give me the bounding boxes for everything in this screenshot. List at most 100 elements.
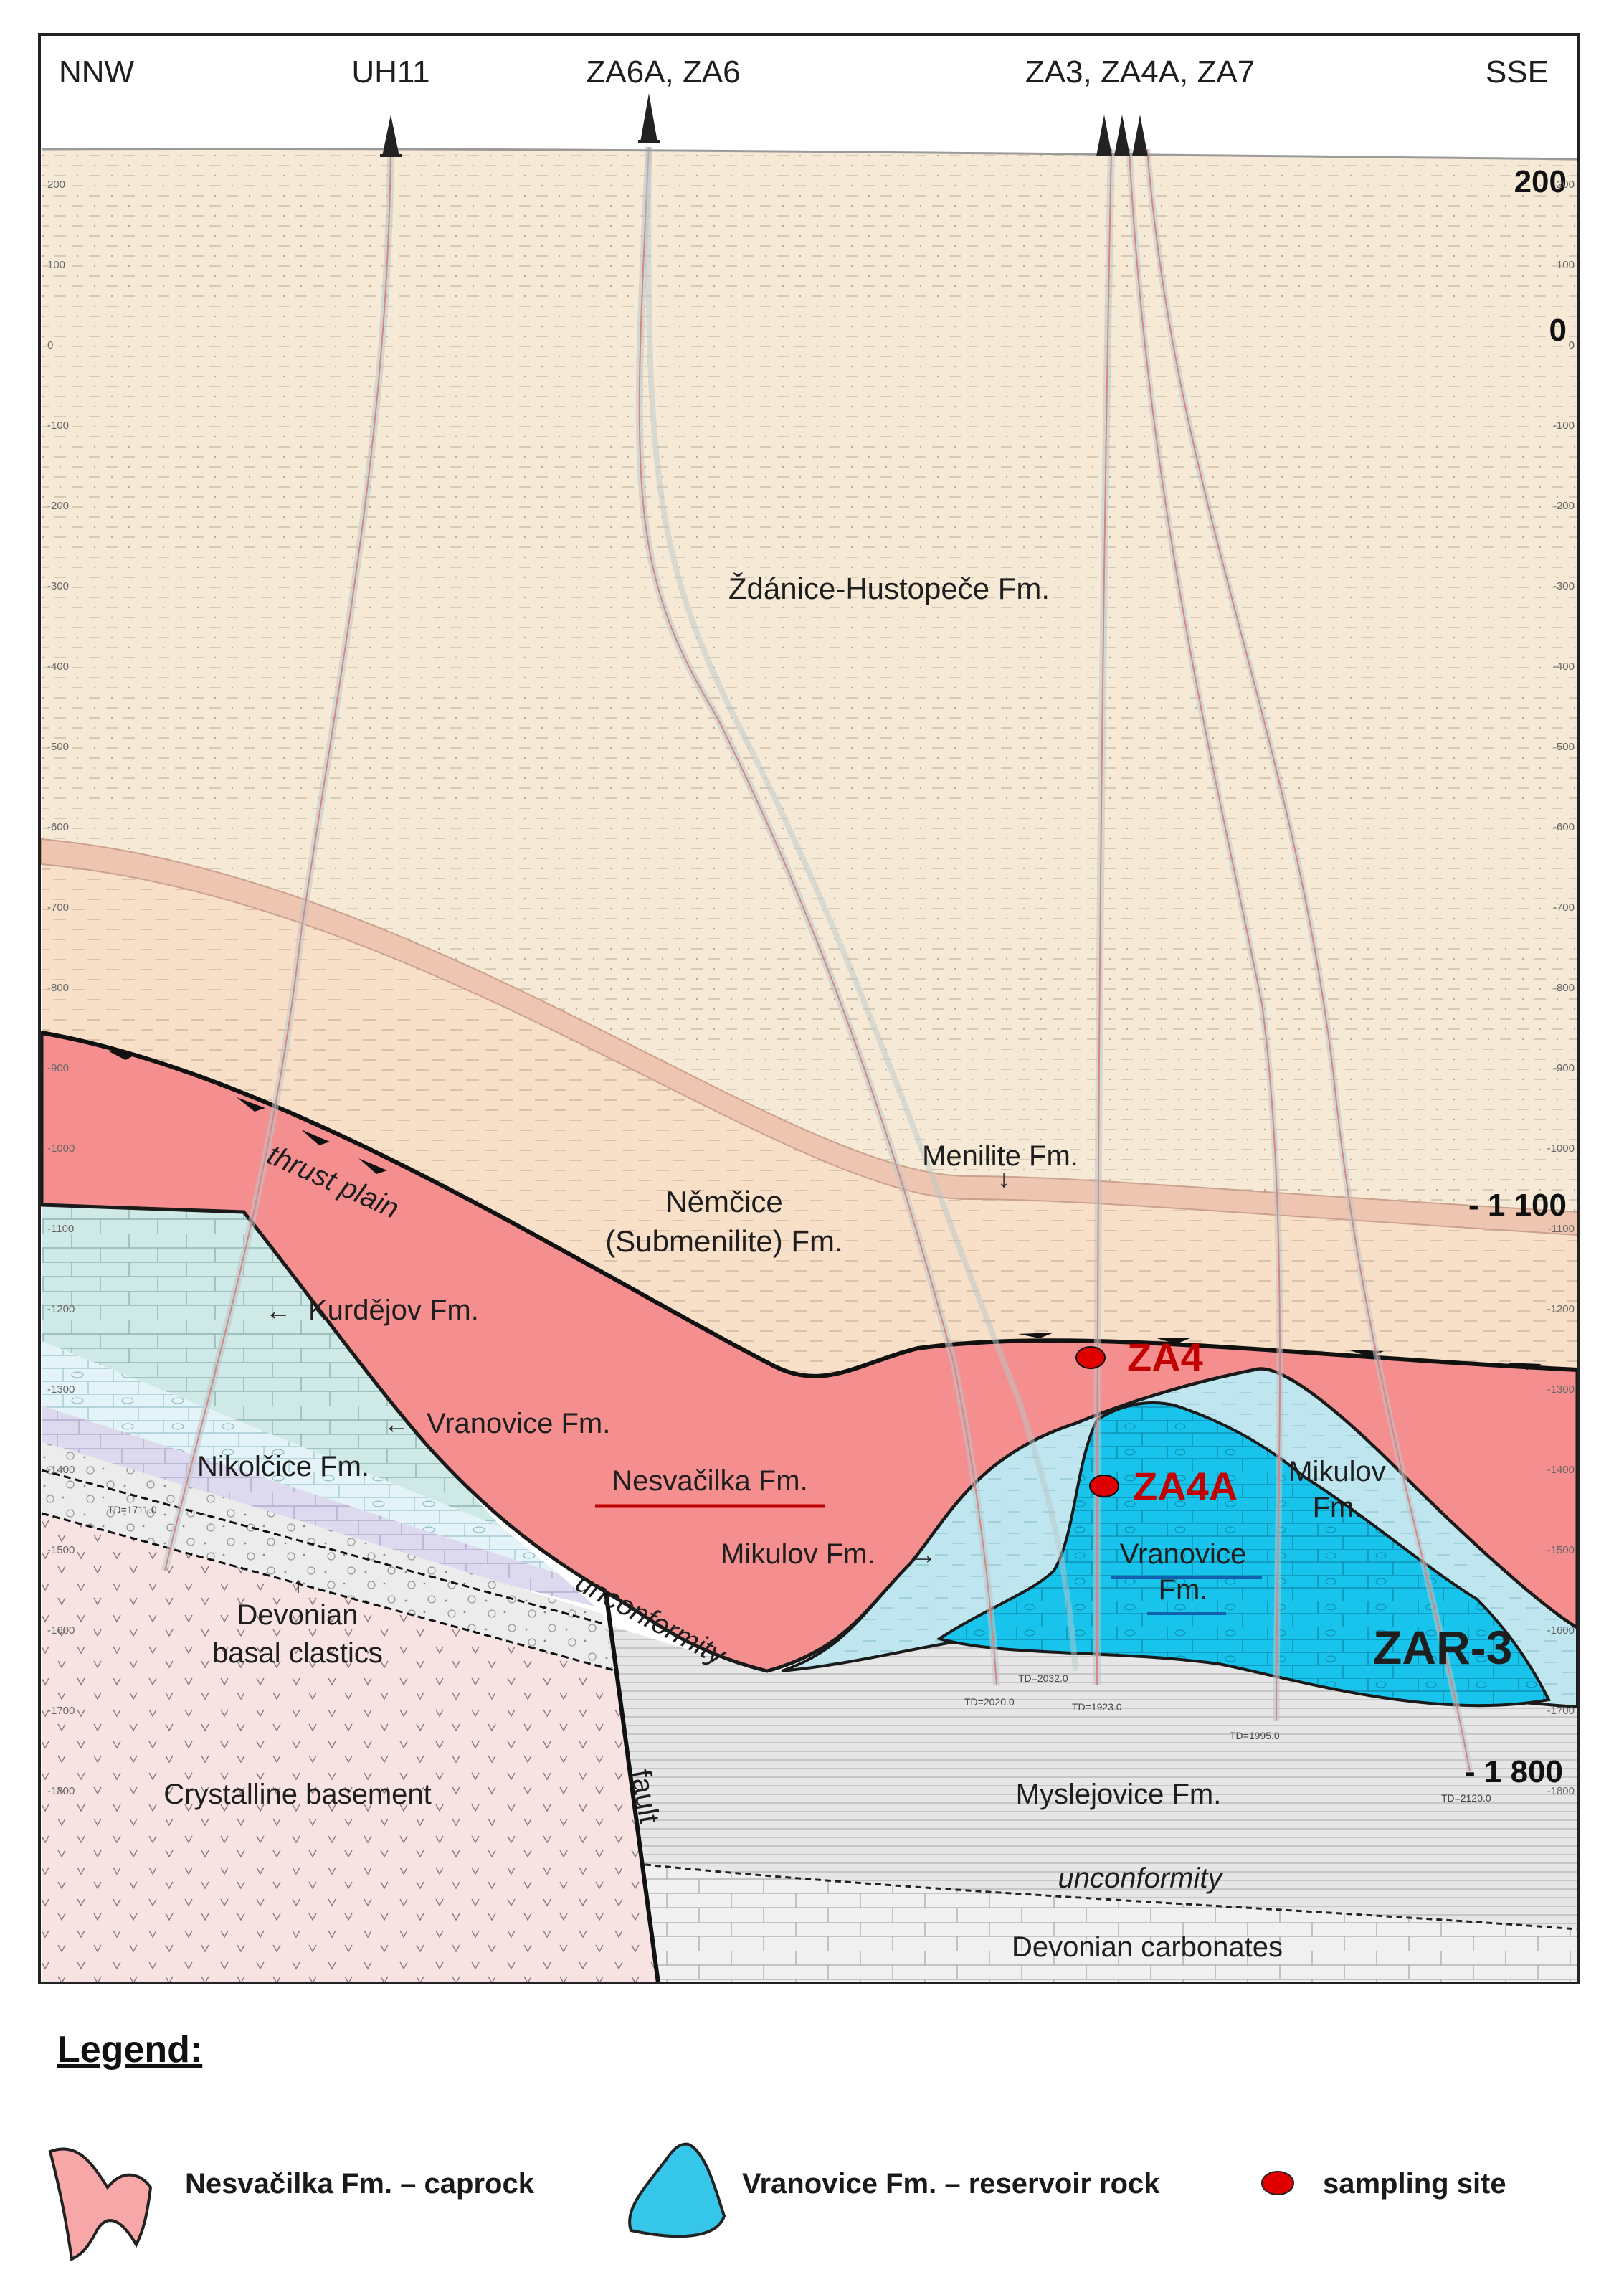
unconformity-line-left [41, 1469, 607, 1626]
depth-tick-label: -1600 [47, 1624, 75, 1637]
depth-tick-label: 200 [47, 179, 65, 191]
well-label-za3: ZA3, ZA4A, ZA7 [1025, 55, 1255, 90]
label-vranovice-left: Vranovice Fm. [427, 1408, 610, 1439]
sampling-site-marker [1089, 1475, 1119, 1497]
td-label: TD=1923.0 [1072, 1701, 1122, 1713]
derrick-icon [1096, 115, 1112, 156]
depth-tick-label: -1200 [1547, 1303, 1575, 1315]
depth-tick-label: -300 [1553, 580, 1575, 592]
label-mikulov-right-1: Mikulov [1288, 1456, 1386, 1487]
depth-tick-label: -100 [1553, 420, 1575, 432]
depth-tick-label: 200 [1557, 179, 1575, 191]
depth-tick-label: 0 [1569, 339, 1575, 351]
sample-label-za4: ZA4 [1127, 1335, 1203, 1380]
menilite-arrow: ↓ [998, 1165, 1010, 1193]
sampling-site-marker [1075, 1346, 1106, 1369]
label-nesvacilka: Nesvačilka Fm. [612, 1465, 807, 1497]
depth-tick-label: -1400 [1547, 1464, 1575, 1476]
depth-tick-label: -600 [1553, 821, 1575, 833]
sample-label-za4a: ZA4A [1133, 1464, 1238, 1509]
depth-tick-label: -500 [1553, 741, 1575, 753]
depth-tick-label: -1300 [47, 1383, 75, 1396]
legend-item-caprock: Nesvačilka Fm. – caprock [185, 2168, 535, 2200]
depth-tick-label: -1500 [1547, 1544, 1575, 1556]
vranovice-left-formation-area [42, 1341, 559, 1574]
myslejovice-formation-area [606, 1624, 1577, 1929]
kurdejov-arrow: ← [265, 1296, 291, 1325]
depth-label-0: 0 [1549, 313, 1567, 348]
well-label-uh11: UH11 [351, 55, 429, 90]
crystalline-basement-area [42, 1513, 658, 1983]
depth-tick-label: 100 [47, 259, 65, 271]
label-devonian-basal-1: Devonian [237, 1599, 358, 1631]
depth-tick-label: -1500 [47, 1544, 75, 1556]
depth-tick-label: -900 [47, 1062, 69, 1074]
label-crystalline: Crystalline basement [163, 1779, 432, 1810]
derrick-icon [380, 115, 402, 157]
devonian-arrow: ↑ [293, 1573, 304, 1597]
depth-tick-label: -500 [47, 741, 69, 753]
depth-ticks-right: 2001000-100-200-300-400-500-600-700-800-… [1547, 179, 1575, 1797]
orientation-right: SSE [1486, 55, 1549, 90]
thrust-teeth [108, 1051, 1542, 1370]
label-nikolcice: Nikolčice Fm. [197, 1451, 369, 1482]
depth-tick-label: -1300 [1547, 1383, 1575, 1396]
nemcice-formation-area [42, 839, 1577, 1376]
label-mikulov-right-2: Fm. [1313, 1492, 1362, 1523]
label-vranovice-center-1: Vranovice [1120, 1538, 1246, 1570]
td-label: TD=2020.0 [964, 1696, 1015, 1708]
reservoir-swatch-icon [628, 2142, 726, 2238]
depth-tick-label: -200 [1553, 500, 1575, 512]
depth-tick-label: -1700 [1547, 1705, 1575, 1717]
depth-tick-label: 0 [47, 339, 53, 351]
legend-item-reservoir: Vranovice Fm. – reservoir rock [742, 2168, 1160, 2200]
derrick-icon [1114, 115, 1130, 156]
well-label-za6: ZA6A, ZA6 [586, 55, 740, 90]
surface-line [41, 147, 1578, 161]
td-label: TD=2032.0 [1018, 1672, 1068, 1684]
depth-tick-label: -600 [47, 821, 69, 833]
label-menilite: Menilite Fm. [922, 1140, 1078, 1172]
depth-tick-label: -1000 [1547, 1142, 1575, 1155]
unconformity-line-lower [645, 1863, 1578, 1931]
nikolcice-formation-band [42, 1406, 595, 1606]
depth-tick-label: -1100 [47, 1223, 74, 1235]
caprock-swatch-icon [48, 2147, 153, 2262]
derrick-icon [1132, 115, 1148, 156]
label-nemcice-2: (Submenilite) Fm. [605, 1224, 842, 1258]
well-trajectories [161, 146, 1473, 1772]
vranovice-reservoir-area [936, 1401, 1551, 1708]
depth-tick-label: -1800 [1547, 1785, 1575, 1797]
td-label: TD=1995.0 [1230, 1730, 1280, 1741]
depth-tick-label: -900 [1553, 1062, 1575, 1074]
depth-tick-label: -700 [1553, 901, 1575, 914]
depth-tick-label: -400 [1553, 661, 1575, 673]
legend-title: Legend: [57, 2029, 202, 2070]
label-kurdejov: Kurdějov Fm. [308, 1294, 479, 1326]
depth-tick-label: -400 [47, 661, 69, 673]
depth-tick-label: -1200 [47, 1303, 75, 1315]
thrust-plane-line [41, 1031, 1578, 1378]
depth-tick-label: -1800 [47, 1785, 75, 1797]
zdanice-formation-area [42, 148, 1577, 1212]
label-zar3: ZAR-3 [1373, 1621, 1512, 1674]
label-devonian-carbonates: Devonian carbonates [1012, 1931, 1283, 1963]
depth-ticks-left: 2001000-100-200-300-400-500-600-700-800-… [47, 179, 75, 1797]
depth-tick-label: -1600 [1547, 1624, 1575, 1637]
td-label: TD=2120.0 [1441, 1792, 1491, 1804]
depth-tick-label: -800 [47, 982, 69, 994]
label-myslejovice: Myslejovice Fm. [1016, 1779, 1222, 1810]
depth-tick-label: -1700 [47, 1705, 75, 1717]
legend-item-sampling: sampling site [1323, 2168, 1506, 2200]
sampling-site-icon [1261, 2171, 1294, 2195]
orientation-left: NNW [59, 55, 135, 90]
label-unconformity-2: unconformity [1058, 1862, 1225, 1894]
td-label: TD=1711.0 [108, 1504, 157, 1515]
depth-tick-label: -1000 [47, 1142, 75, 1155]
depth-tick-label: -800 [1553, 982, 1575, 994]
label-nemcice-1: Němčice [665, 1185, 782, 1218]
depth-tick-label: -200 [47, 500, 69, 512]
fault-line [604, 1591, 660, 1984]
depth-label-1800: - 1 800 [1465, 1754, 1563, 1789]
